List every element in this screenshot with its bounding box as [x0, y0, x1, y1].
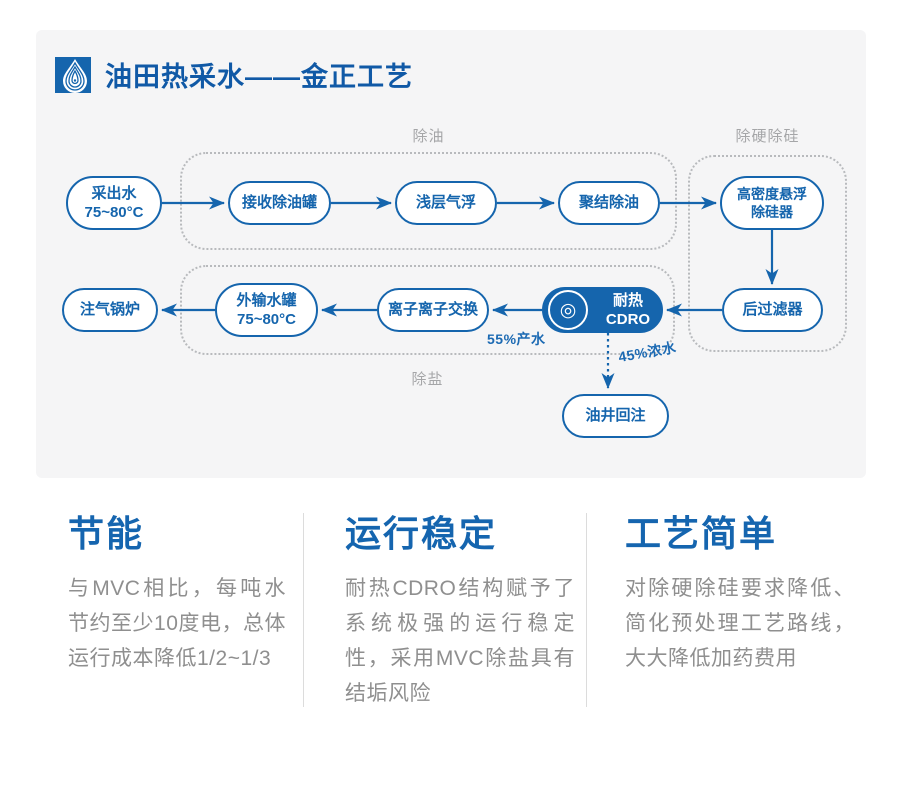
node-sublabel: 75~80°C [237, 311, 296, 328]
group-deoiling [180, 152, 677, 250]
feature-title: 节能 [68, 513, 145, 554]
group-label-deoiling: 除油 [412, 128, 445, 145]
feature-body: 与MVC相比，每吨水节约至少10度电，总体运行成本降低1/2~1/3 [68, 577, 286, 670]
node-coalescing-deoiling: 聚结除油 [558, 181, 660, 225]
node-well-reinjection: 油井回注 [562, 394, 669, 438]
feature-energy-saving: 节能 与MVC相比，每吨水节约至少10度电，总体运行成本降低1/2~1/3 [68, 505, 286, 676]
feature-divider [303, 513, 304, 707]
node-label: 接收除油罐 [241, 194, 317, 212]
node-label: 注气锅炉 [79, 301, 140, 319]
company-logo-icon [55, 56, 91, 93]
feature-title: 运行稳定 [345, 513, 498, 554]
node-sublabel: 除硅器 [751, 204, 793, 220]
node-label: 油井回注 [585, 407, 646, 425]
page-title: 油田热采水——金正工艺 [105, 62, 413, 92]
feature-simple-process: 工艺简单 对除硬除硅要求降低、简化预处理工艺路线，大大降低加药费用 [625, 505, 855, 676]
header: 油田热采水——金正工艺 [55, 55, 413, 94]
feature-stable-operation: 运行稳定 耐热CDRO结构赋予了系统极强的运行稳定性，采用MVC除盐具有结垢风险 [345, 505, 575, 711]
node-shallow-air-flotation: 浅层气浮 [395, 181, 497, 225]
feature-body: 对除硬除硅要求降低、简化预处理工艺路线，大大降低加药费用 [625, 577, 855, 670]
group-label-desalting: 除盐 [411, 371, 444, 388]
node-produced-water: 采出水 75~80°C [66, 176, 162, 230]
node-ion-exchange: 离子离子交换 [377, 288, 489, 332]
feature-body: 耐热CDRO结构赋予了系统极强的运行稳定性，采用MVC除盐具有结垢风险 [345, 577, 575, 705]
bullseye-icon: ◎ [548, 290, 588, 330]
group-dehardening [688, 155, 847, 352]
node-gas-injection-boiler: 注气锅炉 [62, 288, 158, 332]
node-heat-resistant-cdro: ◎ 耐热CDRO [542, 287, 663, 333]
feature-divider [586, 513, 587, 707]
node-label: 浅层气浮 [415, 194, 476, 212]
node-label: 采出水 [91, 184, 137, 202]
node-label: 外输水罐 [236, 291, 297, 309]
node-sublabel: 75~80°C [84, 204, 144, 221]
node-label: 聚结除油 [578, 194, 639, 212]
label-product-water: 55%产水 [487, 331, 546, 347]
process-diagram-panel: 油田热采水——金正工艺 除油 除硬除硅 除盐 采出水 75~80°C [36, 30, 866, 478]
feature-title: 工艺简单 [625, 513, 778, 554]
node-label: 离子离子交换 [387, 301, 478, 319]
node-post-filter: 后过滤器 [722, 288, 823, 332]
node-label: 高密度悬浮 [737, 185, 807, 202]
node-export-water-tank: 外输水罐 75~80°C [215, 283, 318, 337]
node-receiving-deoiling-tank: 接收除油罐 [228, 181, 331, 225]
node-label: 耐热CDRO [605, 291, 651, 329]
node-high-density-desilicifier: 高密度悬浮 除硅器 [720, 176, 824, 230]
node-label: 后过滤器 [742, 301, 803, 319]
group-label-dehardening: 除硬除硅 [735, 128, 800, 145]
